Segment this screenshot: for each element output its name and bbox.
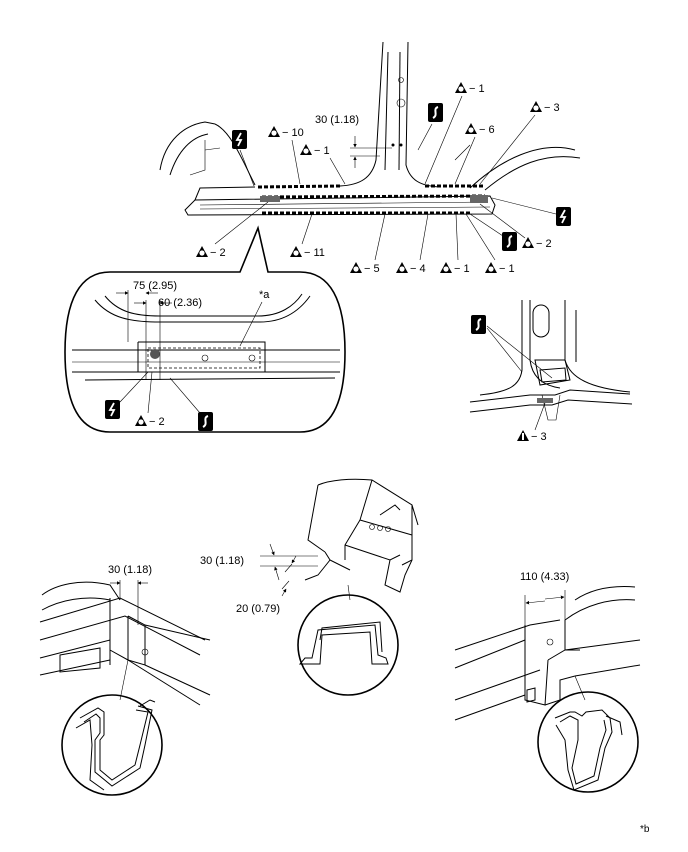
detail-label-2: − 2 (149, 416, 165, 428)
bl-dim-text: 30 (1.18) (108, 564, 152, 576)
spot-weld-icon (530, 101, 542, 112)
spot-weld-icon (300, 144, 312, 155)
spot-weld-icon (455, 82, 467, 93)
bottom-left-view: 30 (1.18) (39, 564, 211, 796)
label-4: − 4 (410, 263, 426, 275)
spot-weld-icon (522, 237, 534, 248)
label-1a: − 1 (314, 145, 330, 157)
spot-weld-icon (196, 246, 208, 257)
pillar-dim-text: 30 (1.18) (315, 114, 359, 126)
seam-icon (427, 102, 444, 123)
seam-icon (470, 314, 487, 335)
label-1b: − 1 (469, 83, 485, 95)
plug-weld-icon (517, 430, 529, 441)
cut-icon (104, 399, 121, 420)
label-1c: − 1 (454, 263, 470, 275)
top-view-callouts: − 10 − 1 − 1 − 3 − 6 − 2 − 2 − 11 − 5 (196, 82, 572, 275)
spot-weld-icon (135, 415, 147, 426)
label-3: − 3 (544, 102, 560, 114)
pillar-label-3: − 3 (531, 431, 547, 443)
bottom-center-view: 30 (1.18) 20 (0.79) (200, 478, 419, 696)
pillar-base-detail: − 3 (469, 300, 633, 443)
seam-icon (197, 411, 214, 432)
cut-icon (555, 206, 572, 227)
spot-weld-icon (350, 262, 362, 273)
callout-b: *b (640, 824, 650, 835)
spot-weld-icon (396, 262, 408, 273)
detail-a-balloon: 75 (2.95) 60 (2.36) *a − 2 (64, 225, 346, 433)
spot-weld-icon (290, 246, 302, 257)
seam-icon (501, 231, 518, 252)
spot-weld-icon (268, 126, 280, 137)
callout-a: *a (259, 289, 270, 301)
bc-dim-top: 30 (1.18) (200, 555, 244, 567)
label-10: − 10 (282, 127, 304, 139)
label-1d: − 1 (499, 263, 515, 275)
bottom-right-view: 110 (4.33) (454, 571, 641, 793)
pillar-dimension: 30 (1.18) (315, 114, 392, 168)
label-11: − 11 (304, 247, 325, 259)
bc-dim-bottom: 20 (0.79) (236, 603, 280, 615)
detail-dim-outer: 75 (2.95) (133, 280, 177, 292)
spot-weld-icon (465, 123, 477, 134)
br-dim-text: 110 (4.33) (520, 571, 569, 583)
cut-icon (231, 129, 248, 150)
detail-dim-inner: 60 (2.36) (158, 297, 202, 309)
label-2b: − 2 (536, 238, 552, 250)
label-6: − 6 (479, 124, 495, 136)
label-2a: − 2 (210, 247, 226, 259)
spot-weld-icon (440, 262, 452, 273)
label-5: − 5 (364, 263, 380, 275)
spot-weld-icon (485, 262, 497, 273)
top-view-body-side (159, 41, 581, 216)
